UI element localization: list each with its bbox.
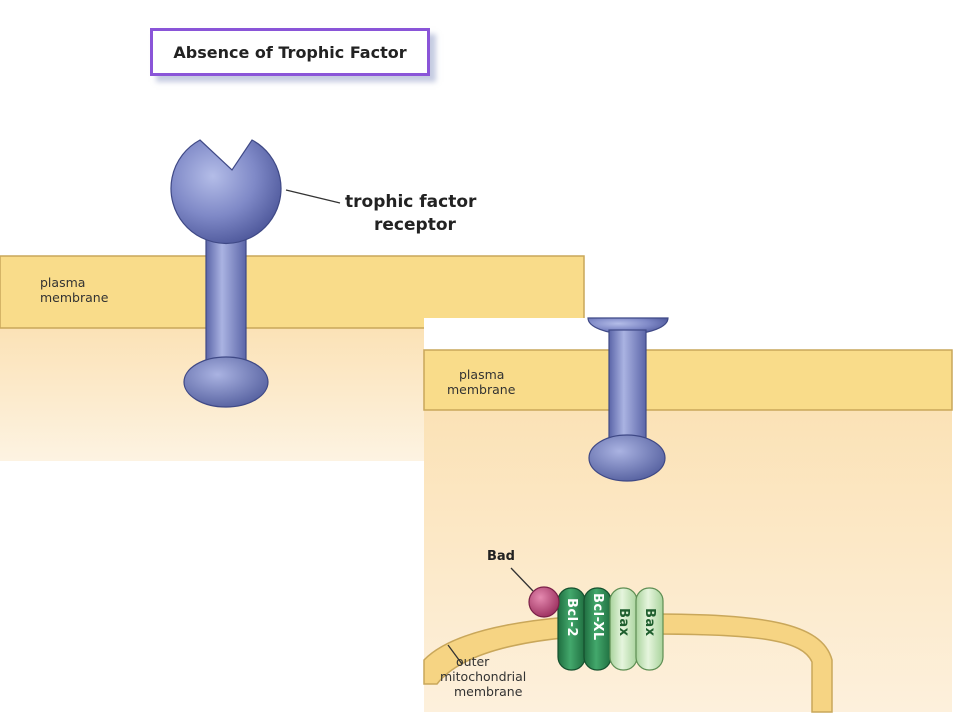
bad-pointer-line xyxy=(510,567,534,592)
mito-label-line-2: mitochondrial xyxy=(440,669,527,684)
plasma-membrane-label-1: plasma membrane xyxy=(40,275,108,305)
plasma-membrane-band-2 xyxy=(423,349,953,411)
plasma-membrane-label-1-line-2: membrane xyxy=(40,290,109,305)
receptor-head xyxy=(170,139,282,245)
protein-label-bcl-xl: Bcl-XL xyxy=(590,593,605,641)
receptor-pointer-line xyxy=(285,189,341,204)
mito-pointer-line xyxy=(447,644,463,665)
protein-label-bax-2: Bax xyxy=(642,608,657,637)
mito-label-line-3: membrane xyxy=(454,684,523,699)
receptor-partial xyxy=(587,317,669,482)
panel-2 xyxy=(423,317,953,713)
protein-label-bcl-2: Bcl-2 xyxy=(564,598,579,638)
bad-protein xyxy=(528,586,560,618)
trophic-factor-receptor xyxy=(170,139,282,408)
plasma-membrane-label-2: plasma membrane xyxy=(447,367,515,397)
mitochondrial-membrane-label: outer mitochondrial membrane xyxy=(440,654,526,699)
receptor-label-line-2: receptor xyxy=(374,215,456,236)
receptor-foot xyxy=(183,356,269,408)
receptor-foot-2 xyxy=(588,434,666,482)
plasma-membrane-label-1-line-1: plasma xyxy=(40,275,86,290)
mito-label-line-1: outer xyxy=(456,654,490,669)
plasma-membrane-label-2-line-1: plasma xyxy=(459,367,505,382)
title-box: Absence of Trophic Factor xyxy=(150,28,430,76)
protein-bax-2 xyxy=(635,587,664,671)
diagram-title: Absence of Trophic Factor xyxy=(173,42,407,62)
receptor-label-line-1: trophic factor xyxy=(345,192,477,212)
receptor-label: trophic factor receptor xyxy=(345,192,476,236)
plasma-membrane-label-2-line-2: membrane xyxy=(447,382,516,397)
plasma-membrane-band-1 xyxy=(0,255,585,329)
protein-label-bax-1: Bax xyxy=(616,608,631,637)
cytoplasm-2 xyxy=(424,410,952,712)
bad-label: Bad xyxy=(487,549,515,564)
protein-complex xyxy=(557,587,664,671)
